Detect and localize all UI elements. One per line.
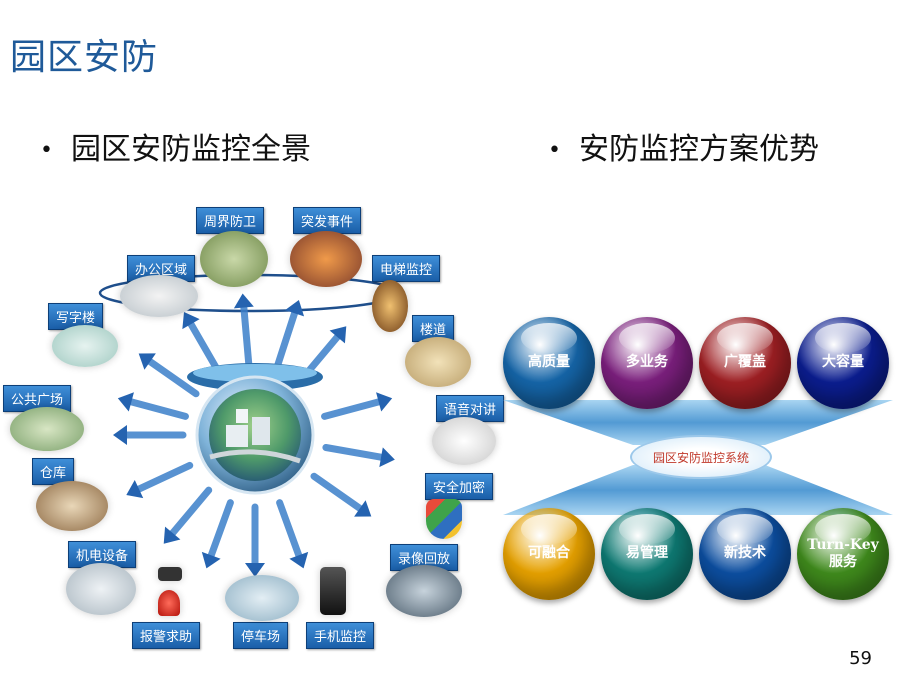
parking-photo [225,575,299,621]
bottom-sphere-2: 新技术 [699,508,791,600]
arrow-shaft [127,398,189,420]
office-area-photo [120,275,198,317]
bottom-sphere-label-line1: Turn-Key [807,536,879,553]
top-sphere-1: 多业务 [601,317,693,409]
top-sphere-label: 大容量 [822,354,864,371]
bullet-panorama: • 园区安防监控全景 [40,124,311,168]
arrow-head [285,299,305,317]
arrow-shaft [240,303,253,367]
label-parking-lot: 停车场 [233,622,289,649]
label-elevator-monitoring: 电梯监控 [372,255,441,282]
bottom-sphere-label: 易管理 [626,545,668,562]
arrow-head [379,447,395,468]
label-warehouse: 仓库 [32,458,75,485]
bottom-sphere-1: 易管理 [601,508,693,600]
bullet-dot: • [40,138,53,163]
upper-funnel [503,400,893,445]
label-emergency-events: 突发事件 [293,207,362,234]
camera-icon [158,567,182,581]
arrow-head [354,500,372,517]
mobile-phone-icon [320,567,346,615]
top-sphere-label: 高质量 [528,354,570,371]
equipment-photo [66,563,136,615]
elevator-photo [372,280,408,332]
arrow-shaft [273,309,299,371]
corridor-photo [405,337,471,387]
bullet-advantages: • 安防监控方案优势 [548,124,819,168]
lower-funnel [503,465,893,515]
arrow-head [138,353,156,370]
arrow-shaft [187,320,223,377]
advantages-funnel [503,400,893,515]
top-sphere-0: 高质量 [503,317,595,409]
arrow-head [376,392,393,412]
top-sphere-2: 广覆盖 [699,317,791,409]
public-square-photo [10,407,84,451]
label-alarm-help: 报警求助 [132,622,201,649]
top-sphere-label: 多业务 [626,354,668,371]
arrow-shaft [310,472,364,512]
label-electromechanical-equipment: 机电设备 [68,541,137,568]
office-building-photo [52,325,118,367]
arrow-shaft [169,486,213,537]
label-security-encryption: 安全加密 [425,473,494,500]
slide-title: 园区安防 [10,37,159,78]
emergency-photo [290,231,362,287]
system-center-oval: 园区安防监控系统 [630,435,772,479]
arrow-head [245,563,265,577]
arrow-head [163,526,181,544]
bottom-sphere-label: 新技术 [724,545,766,562]
arrow-head [126,480,144,499]
intercom-photo [432,417,496,465]
arrow-shaft [135,461,194,493]
arrow-shaft [207,499,234,559]
label-perimeter-defense: 周界防卫 [196,207,265,234]
arrow-head [117,392,134,412]
arrow-shaft [276,499,303,559]
alarm-light-icon [158,590,180,616]
bottom-sphere-0: 可融合 [503,508,595,600]
arrow-head [201,551,221,569]
hub-graphics [98,273,402,577]
bullet-panorama-text: 园区安防监控全景 [70,132,311,167]
label-mobile-monitoring: 手机监控 [306,622,375,649]
arrow-head [289,551,309,569]
bottom-sphere-label-line2: 服务 [829,554,857,570]
arrow-shaft [321,398,383,420]
top-sphere-3: 大容量 [797,317,889,409]
arrow-shaft [322,444,385,461]
security-panorama-diagram: 周界防卫 突发事件 办公区域 电梯监控 写字楼 楼道 公共广场 语音对讲 仓库 … [0,195,510,655]
shield-icon [426,499,462,539]
arrow-head [113,425,127,445]
perimeter-photo [200,231,268,287]
warehouse-photo [36,481,108,531]
top-sphere-label: 广覆盖 [724,354,766,371]
bottom-sphere-label: 可融合 [528,545,570,562]
bullet-dot: • [548,138,561,163]
playback-photo [386,565,462,617]
page-number: 59 [849,648,872,669]
bullet-advantages-text: 安防监控方案优势 [578,132,819,167]
arrow-shaft [146,358,200,398]
arrow-head [182,312,200,330]
arrow-head [329,326,347,344]
arrow-head [233,293,254,309]
